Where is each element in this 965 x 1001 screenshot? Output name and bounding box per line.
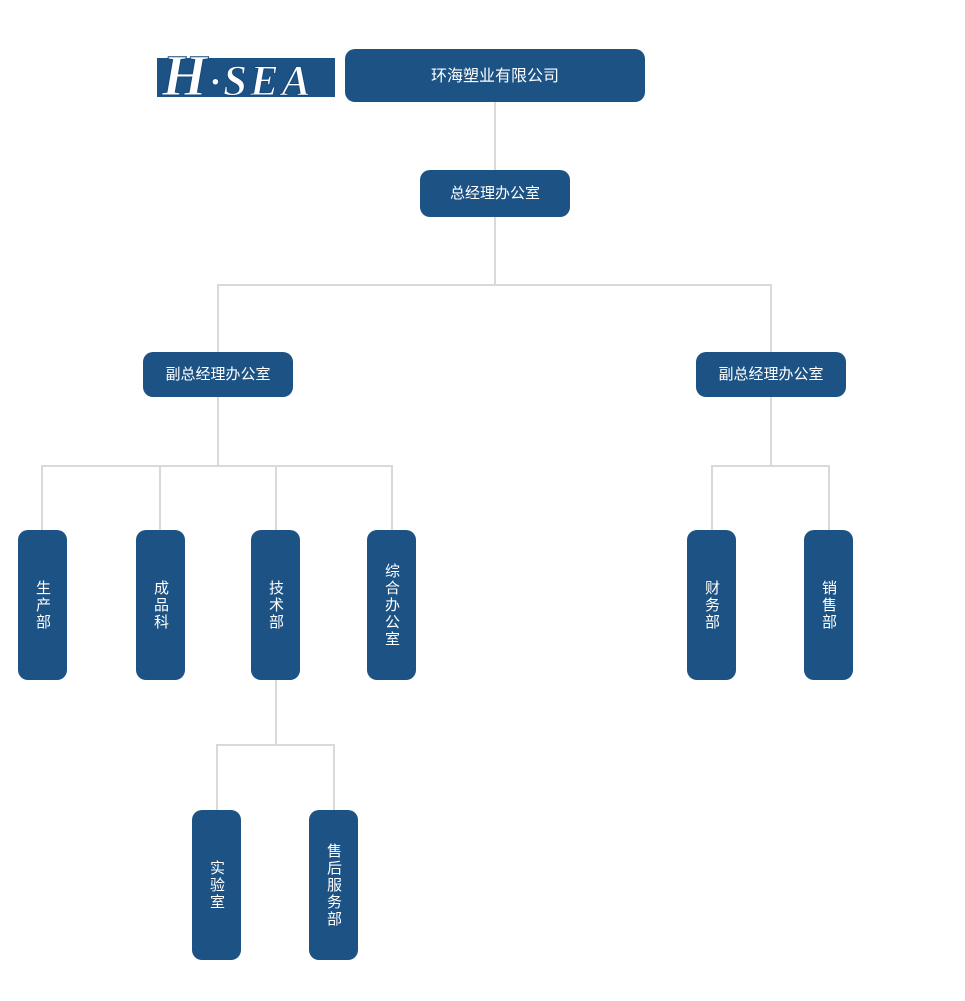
node-technology-dept: 技术部 — [251, 530, 300, 680]
logo-dot: · — [210, 59, 221, 105]
node-company-root: 环海塑业有限公司 — [345, 49, 645, 102]
node-finance-dept: 财务部 — [687, 530, 736, 680]
node-general-office: 综合办公室 — [367, 530, 416, 680]
connector-line — [391, 465, 393, 530]
connector-line — [711, 465, 830, 467]
connector-line — [333, 744, 335, 810]
node-laboratory: 实验室 — [192, 810, 241, 960]
node-after-sales-service-dept: 售后服务部 — [309, 810, 358, 960]
connector-line — [770, 284, 772, 352]
node-general-manager-office: 总经理办公室 — [420, 170, 570, 217]
connector-line — [275, 680, 277, 744]
connector-line — [770, 397, 772, 465]
connector-line — [217, 397, 219, 465]
node-production-dept: 生产部 — [18, 530, 67, 680]
connector-line — [275, 465, 277, 530]
connector-line — [711, 465, 713, 530]
node-deputy-gm-office-left: 副总经理办公室 — [143, 352, 293, 397]
connector-line — [494, 102, 496, 170]
connector-line — [217, 284, 772, 286]
connector-line — [41, 465, 43, 530]
company-logo: H · SEA — [161, 42, 314, 109]
logo-letters-sea: SEA — [223, 58, 314, 106]
connector-line — [217, 284, 219, 352]
node-deputy-gm-office-right: 副总经理办公室 — [696, 352, 846, 397]
connector-line — [216, 744, 335, 746]
connector-line — [216, 744, 218, 810]
node-finished-product-section: 成品科 — [136, 530, 185, 680]
connector-line — [41, 465, 393, 467]
connector-line — [828, 465, 830, 530]
connector-line — [159, 465, 161, 530]
node-sales-dept: 销售部 — [804, 530, 853, 680]
logo-letter-h: H — [161, 43, 208, 109]
company-logo-background — [157, 58, 335, 97]
connector-line — [494, 217, 496, 284]
